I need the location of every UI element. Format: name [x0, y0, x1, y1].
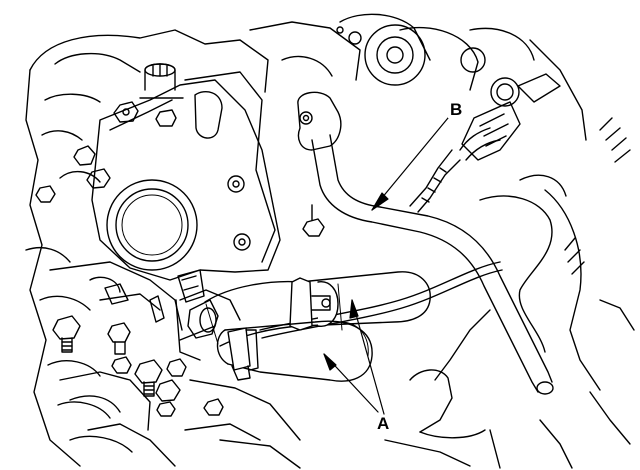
bypass-pipe: [297, 91, 554, 395]
callout-label-a: A: [375, 414, 392, 433]
callout-leaders: [323, 117, 449, 415]
leader-b: [371, 117, 449, 211]
arrowhead-b: [371, 192, 389, 211]
hex-bolts: [35, 101, 325, 417]
housing-outlet: [177, 269, 219, 339]
upper-hose: [204, 271, 431, 347]
water-outlet-housing: [91, 63, 281, 281]
arrowhead-a-upper: [349, 299, 359, 319]
leader-a-upper: [351, 299, 385, 415]
callout-label-b: B: [448, 100, 465, 119]
arrowhead-a-lower: [323, 353, 337, 371]
right-lower-structure: [384, 174, 567, 467]
lower-hose: [216, 320, 373, 382]
engine-block-outline: [25, 13, 635, 469]
